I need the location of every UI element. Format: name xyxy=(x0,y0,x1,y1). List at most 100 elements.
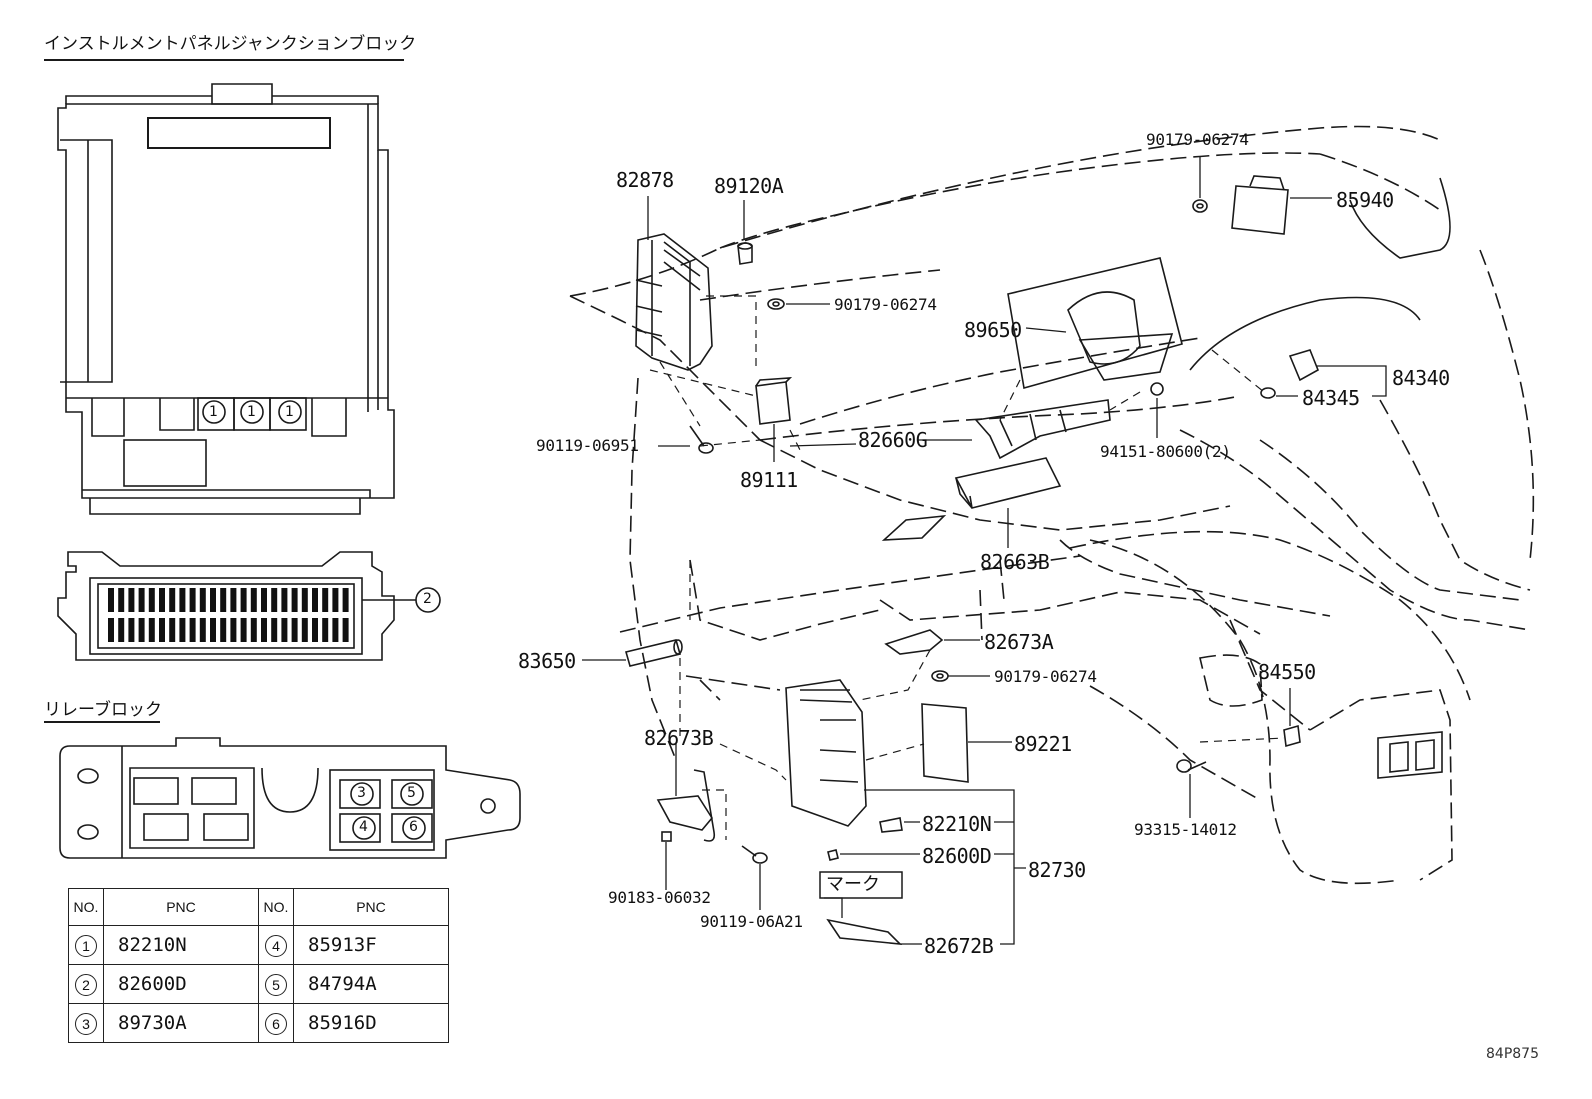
row-pnc: 89730A xyxy=(103,1003,259,1043)
part-90119-bolt-a xyxy=(689,425,714,454)
label-82730: 82730 xyxy=(1028,858,1086,882)
connector-pin xyxy=(301,618,308,642)
header-no-left: NO. xyxy=(68,888,104,926)
pnc-table-header: NO. PNC NO. PNC xyxy=(68,888,449,926)
part-90179-nut-a xyxy=(767,298,785,310)
label-94151-80600: 94151-80600(2) xyxy=(1100,442,1231,461)
connector-pin xyxy=(159,588,165,612)
connector-pin xyxy=(261,618,267,642)
relay-block xyxy=(59,737,521,859)
label-90179-06274-c: 90179-06274 xyxy=(994,667,1097,686)
row-no: 3 xyxy=(68,1003,104,1043)
connector-pin xyxy=(220,618,227,642)
callout-2-circle xyxy=(415,587,441,613)
connector-pin xyxy=(118,588,125,612)
mark-label-box xyxy=(819,871,903,899)
part-90183-clip xyxy=(661,831,672,842)
table-row: 3 89730A 6 85916D xyxy=(68,1003,449,1043)
connector-pin xyxy=(312,618,318,642)
callout-3: 3 xyxy=(357,785,366,801)
part-85940-module xyxy=(1231,175,1289,235)
label-83650: 83650 xyxy=(518,649,576,673)
label-82878: 82878 xyxy=(616,168,674,192)
part-82600D-relay xyxy=(827,849,839,861)
row-no: 6 xyxy=(258,1003,294,1043)
connector-pin xyxy=(230,618,237,642)
instrument-panel-outline xyxy=(569,125,1535,885)
row-no: 4 xyxy=(258,925,294,965)
label-93315-14012: 93315-14012 xyxy=(1134,820,1237,839)
part-82673B-bracket xyxy=(656,769,716,842)
callout-1-c: 1 xyxy=(285,404,294,420)
label-90183-06032: 90183-06032 xyxy=(608,888,711,907)
part-90179-nut-b xyxy=(1192,199,1208,213)
connector-pin xyxy=(138,588,145,612)
connector-pin xyxy=(250,588,257,612)
part-82730-junction-block xyxy=(785,679,867,827)
connector-pin xyxy=(322,588,329,612)
connector-pin xyxy=(159,618,165,642)
part-84345-nut xyxy=(1260,387,1276,399)
connector-pin xyxy=(148,588,155,612)
connector-pin xyxy=(291,618,298,642)
junction-block-top-view xyxy=(57,83,395,515)
row-number-circle: 6 xyxy=(265,1012,287,1035)
connector-pin xyxy=(118,618,125,642)
connector-pin xyxy=(148,618,155,642)
label-84340: 84340 xyxy=(1392,366,1450,390)
label-90179-06274-b: 90179-06274 xyxy=(1146,130,1249,149)
part-89120A-clip xyxy=(737,242,753,265)
row-number-circle: 5 xyxy=(265,973,287,996)
connector-pin xyxy=(199,618,206,642)
leader-lines xyxy=(582,156,1387,945)
connector-pin xyxy=(342,618,349,642)
part-89111-module xyxy=(755,377,793,425)
row-number-circle: 3 xyxy=(75,1012,97,1035)
connector-pin xyxy=(210,588,216,612)
connector-pin xyxy=(179,618,186,642)
connector-pin xyxy=(281,618,288,642)
part-89650-display xyxy=(1007,257,1183,390)
junction-block-side-view xyxy=(57,551,395,661)
header-pnc-left: PNC xyxy=(103,888,259,926)
label-89111: 89111 xyxy=(740,468,798,492)
part-82672B-cover xyxy=(826,918,903,946)
connector-pins xyxy=(108,588,349,642)
mark-label: マーク xyxy=(826,874,880,895)
part-82660G-bracket xyxy=(974,399,1111,460)
part-83650-pin xyxy=(625,639,683,667)
part-93315-bolt xyxy=(1176,759,1207,773)
row-number-circle: 2 xyxy=(75,973,97,996)
part-94151-nut xyxy=(1150,382,1164,396)
label-84550: 84550 xyxy=(1258,660,1316,684)
connector-pin xyxy=(240,588,247,612)
pnc-table: NO. PNC NO. PNC 1 82210N 4 85913F 2 8260… xyxy=(68,888,449,1043)
part-82878-bracket xyxy=(635,233,713,371)
connector-pin xyxy=(230,588,237,612)
relay-block-heading: リレーブロック xyxy=(44,700,162,720)
part-89221-module xyxy=(921,703,969,783)
connector-pin xyxy=(261,588,267,612)
label-90179-06274-a: 90179-06274 xyxy=(834,295,937,314)
callout-2: 2 xyxy=(423,591,432,607)
part-90119-bolt-b xyxy=(741,845,768,864)
connector-pin xyxy=(210,618,216,642)
connector-pin xyxy=(138,618,145,642)
connector-pin xyxy=(179,588,186,612)
part-84550-clip xyxy=(1283,724,1301,748)
connector-pin xyxy=(322,618,329,642)
connector-pin xyxy=(128,588,135,612)
part-82210N-fuse xyxy=(879,817,903,833)
row-pnc: 84794A xyxy=(293,964,449,1004)
row-no: 1 xyxy=(68,925,104,965)
connector-pin xyxy=(169,618,176,642)
label-89221: 89221 xyxy=(1014,732,1072,756)
part-90179-nut-c xyxy=(931,670,949,682)
connector-pin xyxy=(281,588,288,612)
part-82673A-bracket xyxy=(884,629,944,655)
connector-pin xyxy=(108,588,114,612)
label-90119-06951: 90119-06951 xyxy=(536,436,639,455)
label-82660G: 82660G xyxy=(858,428,928,452)
connector-pin xyxy=(108,618,114,642)
